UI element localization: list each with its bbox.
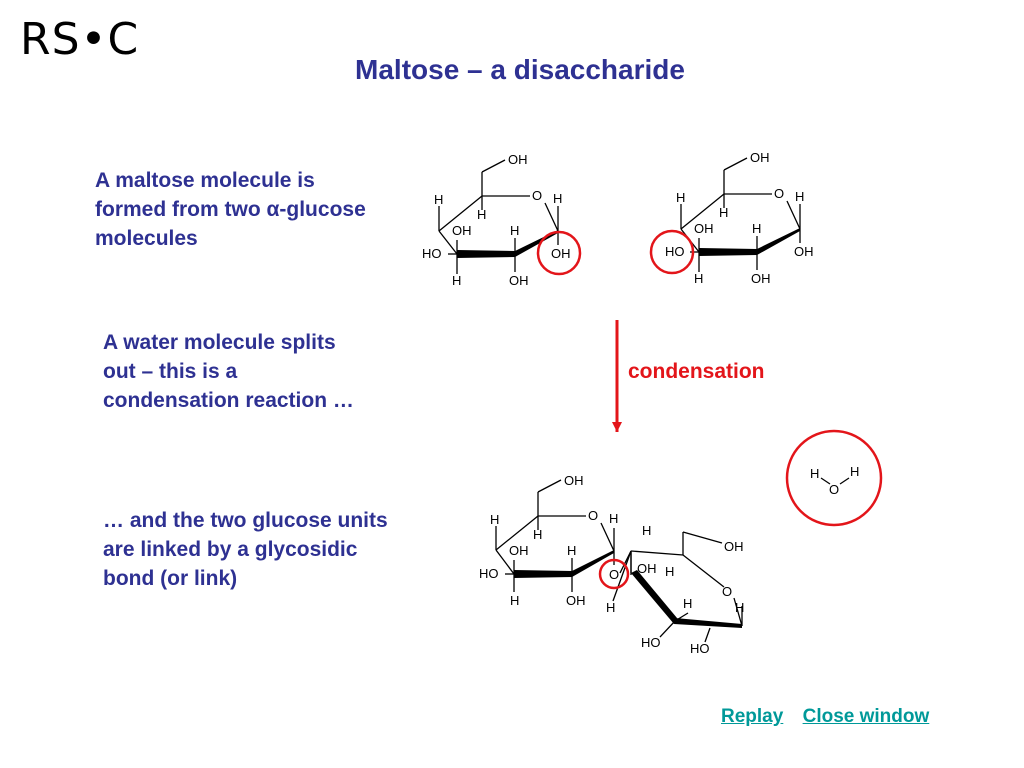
glycosidic-oxygen-circle — [598, 558, 630, 590]
atom-label: H — [735, 600, 744, 615]
paragraph-glycosidic-bond: … and the two glucose units are linked b… — [103, 509, 388, 590]
nav-links: Replay Close window — [721, 706, 943, 728]
atom-label: O — [588, 508, 598, 523]
highlight-circle — [536, 230, 582, 276]
atom-label: H — [510, 593, 519, 608]
atom-label: HO — [665, 244, 685, 259]
atom-label: H — [434, 192, 443, 207]
atom-label: H — [477, 207, 486, 222]
atom-label: H — [452, 273, 461, 288]
atom-label: HO — [690, 641, 710, 656]
paragraph-water-split: A water molecule splits out – this is a … — [103, 331, 354, 412]
atom-label: OH — [551, 246, 571, 261]
atom-label: OH — [750, 150, 770, 165]
page-title: Maltose – a disaccharide — [355, 54, 685, 85]
atom-label: H — [490, 512, 499, 527]
atom-label: OH — [694, 221, 714, 236]
atom-label: OH — [564, 473, 584, 488]
atom-label: H — [533, 527, 542, 542]
atom-label: H — [665, 564, 674, 579]
atom-label: O — [722, 584, 732, 599]
atom-label: HO — [422, 246, 442, 261]
atom-label: H — [850, 464, 859, 479]
replay-link[interactable]: Replay — [721, 706, 784, 727]
maltose-molecule: OH O H H H OH H HO H OH O H OH OH H O H … — [479, 473, 744, 656]
atom-label: H — [694, 271, 703, 286]
atom-label: O — [532, 188, 542, 203]
atom-label: H — [683, 596, 692, 611]
atom-label: HO — [479, 566, 499, 581]
atom-label: O — [774, 186, 784, 201]
close-window-link[interactable]: Close window — [802, 706, 930, 727]
atom-label: O — [609, 567, 619, 582]
highlight-circle — [649, 229, 695, 275]
atom-label: H — [609, 511, 618, 526]
atom-label: H — [810, 466, 819, 481]
atom-label: H — [567, 543, 576, 558]
atom-label: O — [829, 482, 839, 497]
atom-label: OH — [794, 244, 814, 259]
atom-label: OH — [724, 539, 744, 554]
atom-label: H — [676, 190, 685, 205]
rsc-logo: RS•C — [20, 14, 140, 65]
atom-label: H — [510, 223, 519, 238]
atom-label: OH — [637, 561, 657, 576]
atom-label: HO — [641, 635, 661, 650]
water-molecule: H H O — [785, 429, 883, 527]
glucose-molecule-2: OH O H H H OH H HO OH H OH — [649, 150, 814, 286]
atom-label: OH — [509, 543, 529, 558]
atom-label: H — [553, 191, 562, 206]
atom-label: H — [752, 221, 761, 236]
atom-label: H — [642, 523, 651, 538]
atom-label: H — [606, 600, 615, 615]
paragraph-maltose-formation: A maltose molecule is formed from two α-… — [95, 169, 366, 250]
atom-label: OH — [508, 152, 528, 167]
atom-label: OH — [751, 271, 771, 286]
atom-label: OH — [509, 273, 529, 288]
atom-label: OH — [566, 593, 586, 608]
condensation-label: condensation — [628, 360, 765, 383]
atom-label: OH — [452, 223, 472, 238]
glucose-molecule-1: OH O H H H OH H HO OH H OH — [422, 152, 582, 288]
water-circle — [785, 429, 883, 527]
atom-label: H — [719, 205, 728, 220]
atom-label: H — [795, 189, 804, 204]
